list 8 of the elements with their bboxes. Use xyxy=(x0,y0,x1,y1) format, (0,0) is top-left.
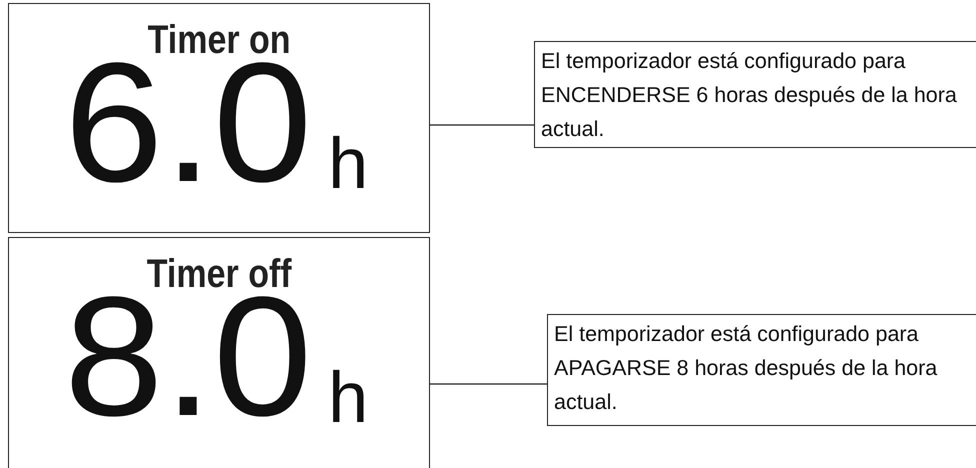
timer-display xyxy=(8,3,430,233)
display-unit: h xyxy=(328,134,368,194)
callout-box: El temporizador está configurado para APAGARSE 8 horas después de la hora actual. xyxy=(547,314,976,426)
display-unit: h xyxy=(328,368,368,428)
leader-line xyxy=(430,124,534,126)
timer-display xyxy=(8,237,430,468)
callout-box: El temporizador está configurado para ENCENDERSE 6 horas después de la hora actual. xyxy=(534,41,976,148)
leader-line xyxy=(430,383,547,385)
